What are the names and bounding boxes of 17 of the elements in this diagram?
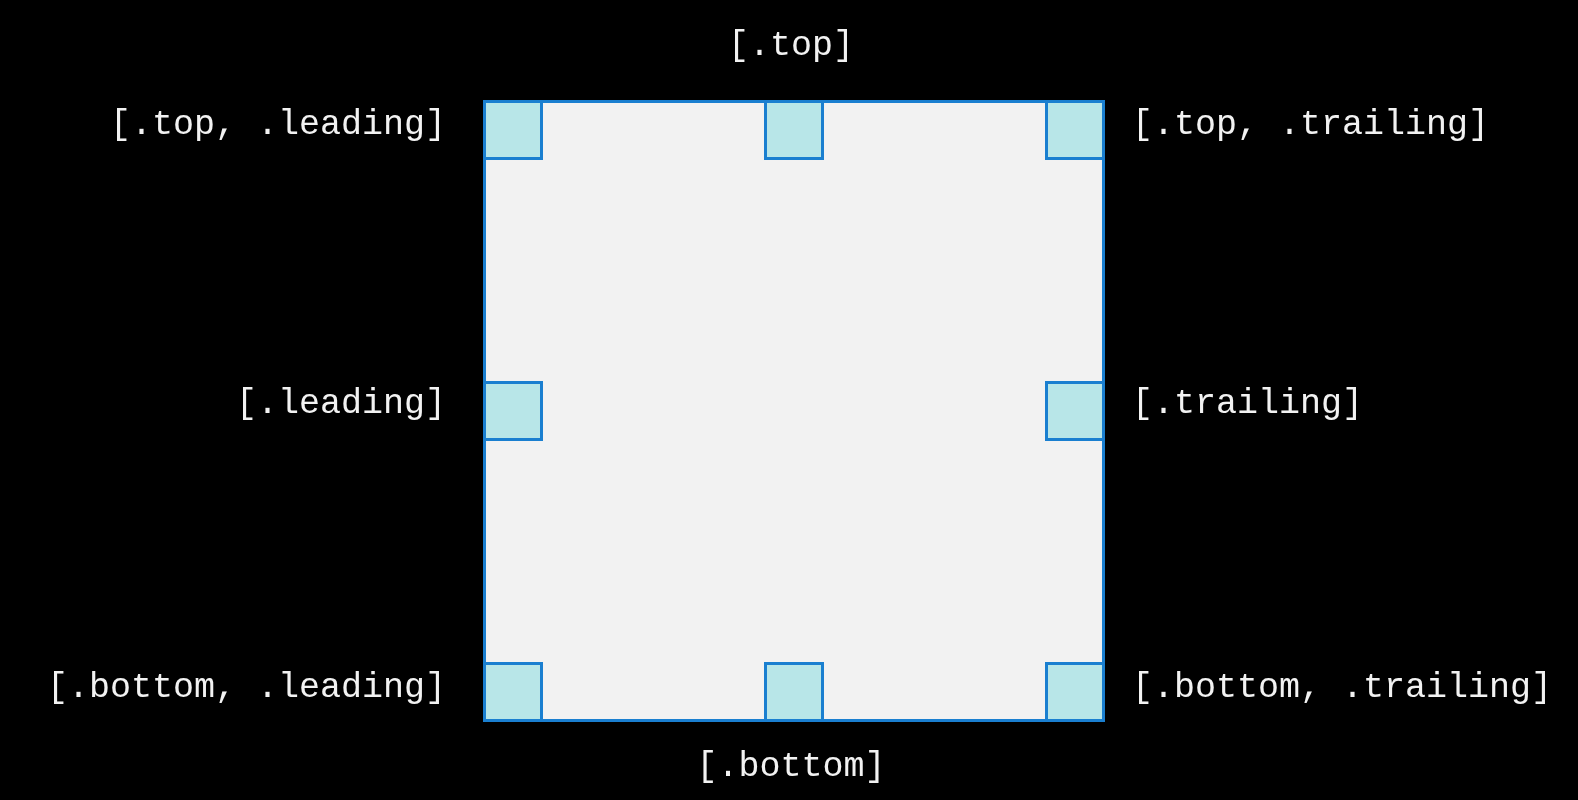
anchor-marker: [764, 100, 824, 160]
anchor-marker: [764, 662, 824, 722]
anchor-marker: [483, 662, 543, 722]
position-label: [.top]: [728, 26, 855, 66]
position-label: [.leading]: [236, 384, 447, 424]
anchor-marker: [483, 100, 543, 160]
position-label: [.bottom]: [696, 747, 886, 787]
position-label: [.bottom, .trailing]: [1132, 668, 1553, 708]
anchor-marker: [1045, 381, 1105, 441]
frame-box: [483, 100, 1105, 722]
position-label: [.top, .trailing]: [1132, 105, 1490, 145]
anchor-marker: [1045, 662, 1105, 722]
anchor-marker: [1045, 100, 1105, 160]
position-label: [.top, .leading]: [110, 105, 447, 145]
anchor-marker: [483, 381, 543, 441]
position-label: [.bottom, .leading]: [47, 668, 447, 708]
position-label: [.trailing]: [1132, 384, 1364, 424]
